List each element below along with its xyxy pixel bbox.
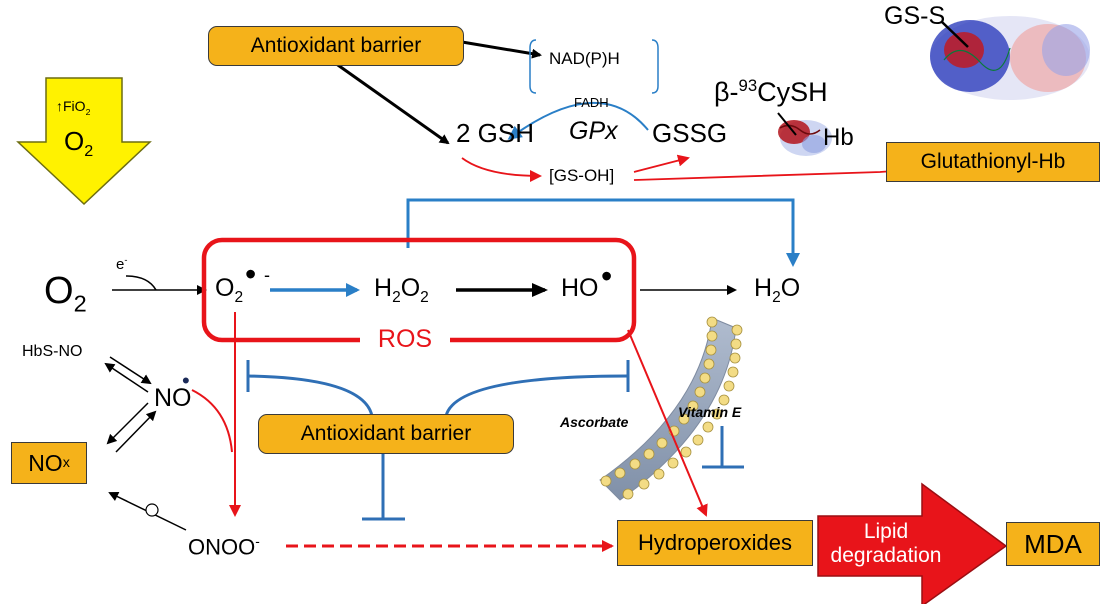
superoxide-sub: 2	[234, 289, 244, 306]
arrow-gsoh-to-gssg	[633, 154, 690, 173]
electron-e: e	[116, 256, 125, 273]
onoo-charge: -	[255, 534, 260, 549]
h2o2-h: H	[374, 274, 393, 302]
cysh-sup: 93	[738, 76, 758, 95]
fio2-sub: 2	[85, 106, 91, 117]
h2o2-sub1: 2	[392, 289, 401, 306]
onoo-text: ONOO	[188, 534, 256, 560]
gpx-label: GPx	[569, 117, 618, 145]
vitamin-e-label: Vitamin E	[678, 404, 742, 420]
mda-label: MDA	[1024, 528, 1082, 559]
onoo-circle-marker	[145, 503, 159, 517]
antioxidant-barrier-top-box: Antioxidant barrier	[208, 26, 464, 66]
arrow-gsh-to-gsoh	[461, 157, 542, 182]
antioxidant-barrier-middle-label: Antioxidant barrier	[300, 422, 472, 445]
h2o2-o: O	[400, 274, 421, 302]
fio2-text: FiO	[63, 98, 86, 114]
fio2-o2-label: O2	[64, 128, 93, 159]
oxygen-o: O	[44, 270, 74, 312]
antioxidant-barrier-top-label: Antioxidant barrier	[250, 34, 422, 57]
inhibit-to-membrane-line	[444, 374, 629, 417]
arrow-antioxidant-to-nadph	[461, 40, 542, 59]
glutathionyl-hb-box: Glutathionyl-Hb	[886, 142, 1100, 182]
fio2-yellow-arrow	[16, 77, 152, 206]
fadh-curve-arrow	[507, 102, 649, 140]
fio2-label: ↑FiO2	[56, 99, 90, 116]
oxygen-sub: 2	[73, 290, 87, 317]
superoxide-charge: -	[264, 265, 270, 285]
arrow-no-to-onoo	[191, 389, 233, 453]
arrow-ros-to-hydroperoxides	[627, 329, 708, 517]
arrow-nox-to-no	[115, 410, 157, 453]
peroxynitrite-label: ONOO-	[188, 535, 260, 558]
superoxide-o: O	[215, 274, 235, 302]
up-arrow-icon: ↑	[56, 98, 63, 114]
lipid-membrane	[599, 316, 743, 501]
lipid-label-line2: degradation	[830, 544, 942, 568]
antioxidant-barrier-middle-box: Antioxidant barrier	[258, 414, 514, 454]
h2o2-sub2: 2	[420, 289, 429, 306]
water-h: H	[754, 274, 773, 302]
hydrogen-peroxide-label: H2O2	[374, 276, 429, 306]
cysh-prefix: β-	[714, 77, 739, 107]
nadph-bracket	[529, 39, 537, 94]
superoxide-label: O2	[215, 276, 243, 306]
gs-oh-label: [GS-OH]	[549, 166, 615, 185]
electron-label: e-	[116, 255, 128, 273]
fio2-o2-sub: 2	[84, 142, 94, 161]
nox-sub: x	[62, 455, 70, 471]
water-sub: 2	[772, 289, 781, 306]
superoxide-radical-dot: •	[245, 256, 257, 292]
inhibit-to-superoxide-line	[247, 374, 374, 417]
hydroperoxides-box: Hydroperoxides	[617, 520, 813, 566]
gss-to-protein-line	[941, 21, 969, 48]
nitric-oxide-label: NO	[154, 384, 192, 412]
glutathionyl-protein-icon	[930, 16, 1090, 100]
arrow-hbsno-to-no	[109, 356, 152, 385]
gs-s-label: GS-S	[884, 2, 946, 30]
arrow-antioxidant-to-gsh	[334, 61, 450, 145]
electron-sup: -	[124, 255, 128, 265]
hbs-no-label: HbS-NO	[22, 343, 83, 360]
lipid-degradation-arrow	[817, 482, 1008, 604]
ros-label: ROS	[360, 327, 450, 352]
water-o: O	[780, 274, 801, 302]
glutathionyl-hb-label: Glutathionyl-Hb	[920, 150, 1066, 173]
hb-label: Hb	[823, 124, 854, 151]
arrow-no-to-hbsno	[104, 362, 149, 393]
ascorbate-label: Ascorbate	[560, 414, 629, 430]
gssg-label: GSSG	[652, 118, 728, 148]
nox-label: NO	[28, 449, 63, 476]
cysh-suffix: CySH	[757, 77, 828, 107]
hydroxyl-label: HO	[561, 274, 599, 302]
hydroxyl-radical-dot: •	[601, 258, 613, 294]
gsh-label: 2 GSH	[456, 118, 535, 148]
water-label: H2O	[754, 276, 800, 306]
hydroperoxides-label: Hydroperoxides	[637, 530, 793, 555]
electron-curve	[125, 275, 157, 291]
nitric-oxide-radical-dot: •	[182, 368, 190, 393]
arrow-no-to-nox	[106, 402, 149, 445]
lipid-degradation-label: Lipid degradation	[826, 520, 946, 568]
arrow-h2o2-bypass-to-h2o	[406, 198, 800, 267]
oxygen-label: O2	[44, 272, 87, 316]
nadph-bracket-right	[651, 39, 659, 94]
fio2-o2-text: O	[64, 126, 85, 156]
nadph-label: NAD(P)H	[549, 49, 620, 68]
mda-box: MDA	[1006, 522, 1100, 566]
lipid-label-line1: Lipid	[863, 520, 909, 543]
cysh-label: β-93CySH	[714, 76, 828, 107]
fadh-label: FADH	[574, 95, 609, 110]
cysh-to-hb-line	[777, 112, 797, 136]
